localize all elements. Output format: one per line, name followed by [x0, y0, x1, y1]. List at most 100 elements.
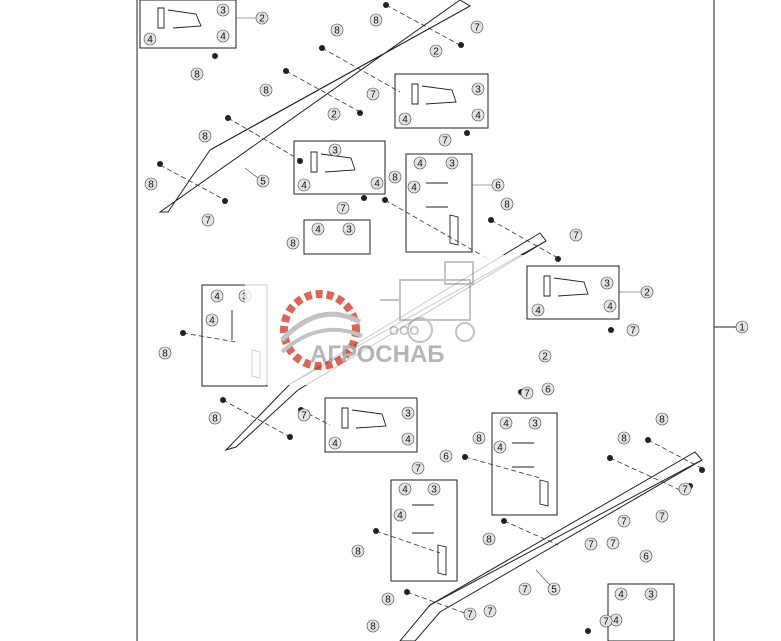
svg-text:7: 7	[340, 204, 346, 215]
callout-3: 3	[401, 406, 415, 420]
svg-text:8: 8	[392, 173, 398, 184]
detail-boxes	[139, 0, 675, 641]
watermark-name: АГРОСНАБ	[310, 341, 445, 368]
svg-text:8: 8	[476, 434, 482, 445]
svg-text:6: 6	[545, 385, 551, 396]
svg-text:7: 7	[573, 231, 579, 242]
svg-text:7: 7	[487, 607, 493, 618]
callout-7: 7	[606, 536, 620, 550]
svg-text:4: 4	[315, 225, 321, 236]
svg-text:4: 4	[535, 306, 541, 317]
svg-text:3: 3	[220, 6, 226, 17]
callout-3: 3	[342, 222, 356, 236]
callout-3: 3	[216, 3, 230, 17]
svg-text:4: 4	[209, 316, 215, 327]
callout-8: 8	[330, 23, 344, 37]
gear-icon	[280, 290, 363, 370]
svg-text:4: 4	[332, 439, 338, 450]
watermark-prefix: ООО	[389, 323, 419, 338]
callout-7: 7	[470, 20, 484, 34]
svg-text:5: 5	[260, 177, 266, 188]
svg-text:7: 7	[442, 136, 448, 147]
dashed-lines	[159, 4, 706, 616]
callout-8: 8	[208, 411, 222, 425]
svg-text:8: 8	[355, 547, 361, 558]
callout-4: 4	[471, 108, 485, 122]
callout-6: 6	[541, 382, 555, 396]
svg-text:7: 7	[588, 540, 594, 551]
svg-text:4: 4	[411, 183, 417, 194]
svg-text:8: 8	[659, 415, 665, 426]
svg-text:4: 4	[214, 292, 220, 303]
svg-text:7: 7	[524, 389, 530, 400]
svg-text:8: 8	[334, 26, 340, 37]
callout-4: 4	[210, 289, 224, 303]
svg-text:3: 3	[346, 225, 352, 236]
svg-text:6: 6	[495, 181, 501, 192]
watermark: ООО АГРОСНАБ	[245, 255, 525, 385]
callout-4: 4	[328, 436, 342, 450]
callout-7: 7	[297, 408, 311, 422]
callout-8: 8	[198, 129, 212, 143]
svg-text:8: 8	[370, 622, 376, 633]
svg-text:8: 8	[290, 239, 296, 250]
svg-text:3: 3	[431, 485, 437, 496]
callout-7: 7	[569, 228, 583, 242]
svg-text:7: 7	[467, 610, 473, 621]
callout-2: 2	[236, 11, 269, 25]
svg-text:4: 4	[220, 32, 226, 43]
callout-8: 8	[369, 13, 383, 27]
callout-4: 4	[143, 32, 157, 46]
rail-lower	[399, 451, 703, 641]
callouts-7: 7 7 7 7 7 7 7 7 7 7 7 7 7 7 7 7 7 7 7	[201, 20, 692, 628]
svg-text:7: 7	[682, 485, 688, 496]
callout-7: 7	[483, 604, 497, 618]
svg-text:4: 4	[301, 181, 307, 192]
callout-8: 8	[351, 544, 365, 558]
callout-3: 3	[427, 482, 441, 496]
svg-text:8: 8	[212, 414, 218, 425]
callout-8: 8	[158, 346, 172, 360]
svg-text:2: 2	[331, 110, 337, 121]
svg-text:7: 7	[603, 617, 609, 628]
callout-8: 8	[190, 67, 204, 81]
callout-3: 3	[644, 587, 658, 601]
svg-text:8: 8	[162, 349, 168, 360]
callout-7: 7	[520, 386, 534, 400]
svg-text:4: 4	[402, 485, 408, 496]
svg-text:8: 8	[263, 86, 269, 97]
callout-2: 2	[619, 285, 654, 299]
callouts-8: 8 8 8 8 8 8 8 8 8 8 8 8 8 8 8 8 8 8	[144, 13, 669, 633]
svg-text:7: 7	[610, 539, 616, 550]
callout-8: 8	[381, 592, 395, 606]
svg-text:4: 4	[607, 302, 613, 313]
callout-8: 8	[259, 83, 273, 97]
svg-text:2: 2	[433, 47, 439, 58]
callout-4: 4	[311, 222, 325, 236]
callout-7: 7	[518, 582, 532, 596]
callout-4: 4	[216, 29, 230, 43]
svg-text:3: 3	[332, 146, 338, 157]
svg-text:7: 7	[474, 23, 480, 34]
svg-text:8: 8	[148, 180, 154, 191]
svg-text:2: 2	[644, 288, 650, 299]
svg-text:8: 8	[202, 132, 208, 143]
svg-text:7: 7	[621, 517, 627, 528]
callout-8: 8	[388, 170, 402, 184]
callout-6: 6	[472, 178, 505, 192]
callout-8: 8	[366, 619, 380, 633]
svg-text:4: 4	[417, 159, 423, 170]
svg-text:7: 7	[415, 464, 421, 475]
callout-4: 4	[398, 482, 412, 496]
svg-text:4: 4	[475, 111, 481, 122]
frame	[136, 0, 736, 641]
harvester-icon	[380, 261, 475, 343]
callout-7: 7	[438, 133, 452, 147]
svg-text:4: 4	[397, 511, 403, 522]
callout-4: 4	[205, 313, 219, 327]
callout-5: 5	[244, 167, 270, 188]
svg-text:8: 8	[486, 535, 492, 546]
callout-8: 8	[144, 177, 158, 191]
callout-6: 6	[639, 549, 653, 563]
svg-text:8: 8	[373, 16, 379, 27]
